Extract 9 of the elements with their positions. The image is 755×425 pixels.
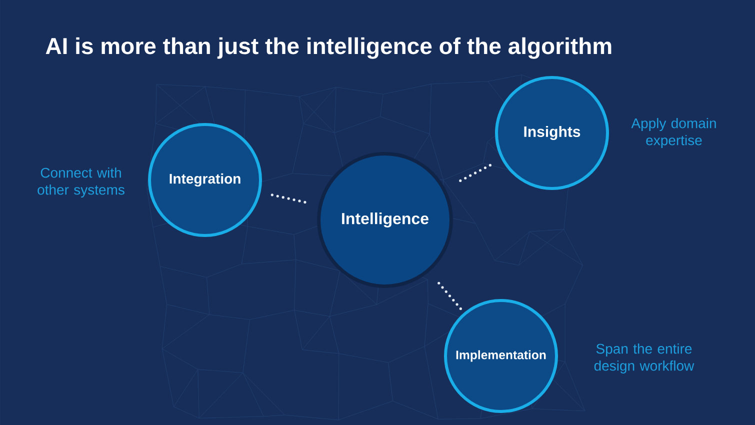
circle-node: Integration (148, 123, 262, 237)
dotted-line (459, 164, 492, 182)
circle-caption: Span the entire design workflow (594, 343, 694, 374)
circle-caption: Apply domain expertise (631, 118, 716, 148)
circle-caption: Connect with other systems (38, 167, 124, 198)
circle-node: Implementation (444, 299, 558, 413)
circle-node: Insights (495, 76, 609, 190)
dotted-line (438, 282, 462, 310)
slide-title: AI is more than just the intelligence of the algorithm (46, 37, 612, 59)
